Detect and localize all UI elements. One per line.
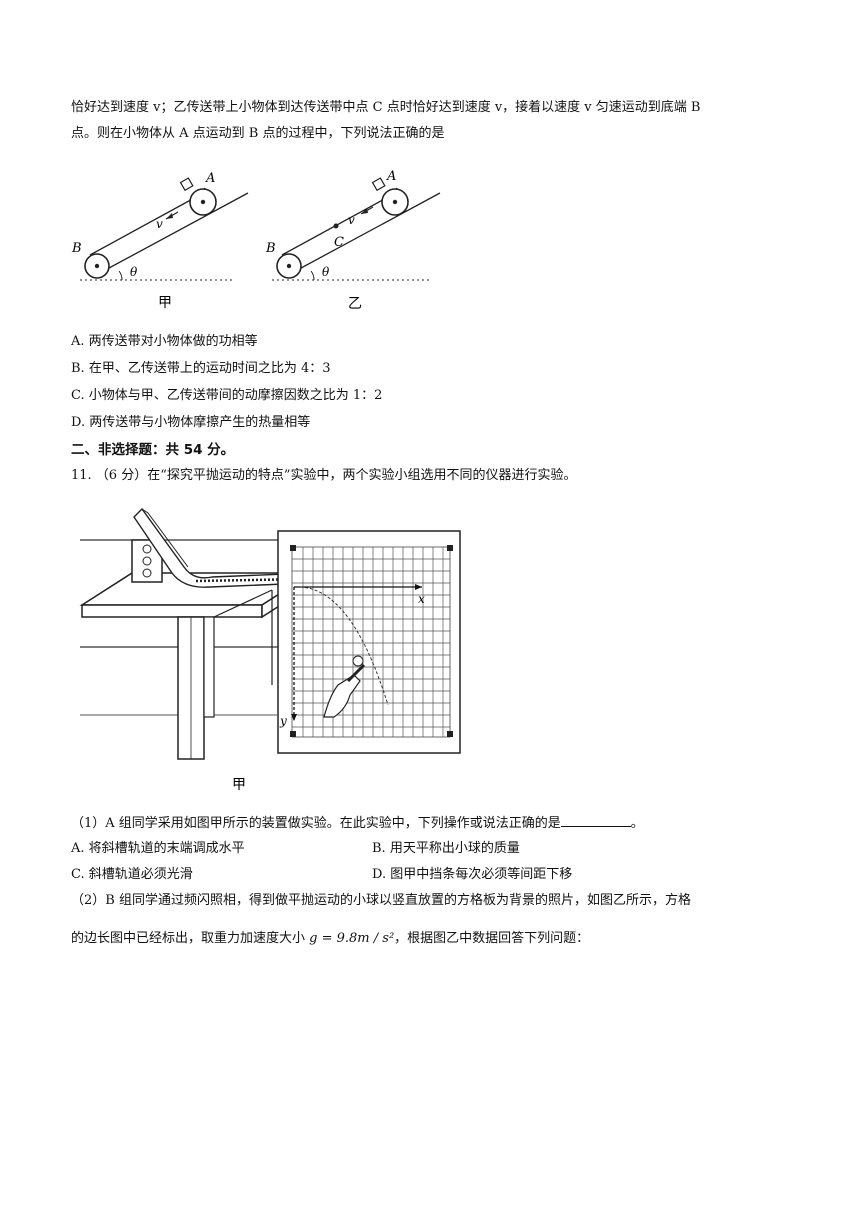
gravity-formula: g = 9.8m / s² xyxy=(309,931,395,946)
q11-part1-text: （1）A 组同学采用如图甲所示的装置做实验。在此实验中，下列操作或说法正确的是 xyxy=(71,816,561,831)
label-theta-jia: θ xyxy=(130,265,138,279)
answer-blank[interactable] xyxy=(560,813,631,827)
apparatus-figure: x y 甲 xyxy=(79,507,461,793)
label-v-jia: v xyxy=(156,217,163,231)
axis-y-label: y xyxy=(279,714,287,728)
conveyor-belt-figure: B A v θ B A C v θ 甲 乙 xyxy=(71,169,441,312)
q11-part1: （1）A 组同学采用如图甲所示的装置做实验。在此实验中，下列操作或说法正确的是 。 xyxy=(71,813,644,833)
q11-option-c: C. 斜槽轨道必须光滑 xyxy=(71,867,193,882)
label-c-yi: C xyxy=(334,235,344,250)
q11-part2-pre: 的边长图中已经标出，取重力加速度大小 xyxy=(71,931,306,946)
q10-option-d: D. 两传送带与小物体摩擦产生的热量相等 xyxy=(71,415,311,430)
q11-part1-end: 。 xyxy=(630,816,644,831)
q10-option-c: C. 小物体与甲、乙传送带间的动摩擦因数之比为 1：2 xyxy=(71,388,383,403)
caption-jia: 甲 xyxy=(158,295,172,311)
label-v-yi: v xyxy=(348,213,355,227)
intro-line-2: 点。则在小物体从 A 点运动到 B 点的过程中，下列说法正确的是 xyxy=(71,126,445,141)
q11-stem: 11. （6 分）在“探究平抛运动的特点”实验中，两个实验小组选用不同的仪器进行… xyxy=(71,468,577,483)
label-b-jia: B xyxy=(71,241,82,256)
label-b-yi: B xyxy=(265,241,276,256)
apparatus-caption: 甲 xyxy=(232,777,246,793)
caption-yi: 乙 xyxy=(348,296,362,312)
q10-option-a: A. 两传送带对小物体做的功相等 xyxy=(71,334,258,349)
q11-part2-line2: 的边长图中已经标出，取重力加速度大小 g = 9.8m / s²，根据图乙中数据… xyxy=(71,930,589,948)
label-a-jia: A xyxy=(205,171,215,186)
label-theta-yi: θ xyxy=(322,265,330,279)
q11-option-a: A. 将斜槽轨道的末端调成水平 xyxy=(71,841,245,856)
q10-option-b: B. 在甲、乙传送带上的运动时间之比为 4：3 xyxy=(71,361,331,376)
belt-diagram-jia: B A v θ xyxy=(71,171,249,281)
axis-x-label: x xyxy=(418,592,425,606)
intro-line-1: 恰好达到速度 v；乙传送带上小物体到达传送带中点 C 点时恰好达到速度 v，接着… xyxy=(71,100,701,115)
q11-option-d: D. 图甲中挡条每次必须等间距下移 xyxy=(372,867,573,882)
q11-part2-line1: （2）B 组同学通过频闪照相，得到做平抛运动的小球以竖直放置的方格板为背景的照片… xyxy=(71,893,691,908)
q11-part2-post: ，根据图乙中数据回答下列问题： xyxy=(394,931,590,946)
label-a-yi: A xyxy=(386,169,396,184)
section-title: 二、非选择题：共 54 分。 xyxy=(71,442,235,458)
belt-diagram-yi: B A C v θ xyxy=(265,169,441,281)
q11-option-b: B. 用天平称出小球的质量 xyxy=(372,841,520,856)
